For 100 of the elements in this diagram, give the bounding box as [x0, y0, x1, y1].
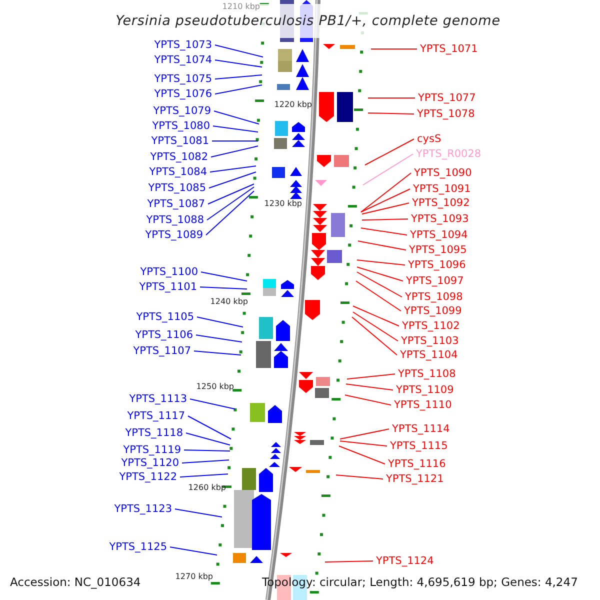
leader-line	[362, 154, 414, 186]
gene-label: YPTS_1093	[411, 212, 469, 226]
leader-line	[206, 190, 254, 236]
gene-label: YPTS_1075	[154, 72, 212, 86]
leader-line	[188, 416, 232, 440]
gene-label: YPTS_1076	[154, 87, 212, 101]
gene-label: YPTS_1094	[410, 228, 468, 242]
leader-line	[356, 272, 402, 298]
gene-label: YPTS_1091	[413, 182, 471, 196]
gene-label: YPTS_1121	[386, 472, 444, 486]
footer-text: Topology: circular; Length: 4,695,619 bp; Genes: 4,247	[262, 575, 578, 590]
gene-label: YPTS_1107	[133, 344, 191, 358]
leader-line	[208, 172, 256, 188]
leader-line	[370, 48, 418, 50]
leader-line	[362, 218, 408, 220]
gene-label: YPTS_1087	[147, 197, 205, 211]
leader-line	[368, 112, 414, 114]
leader-line	[338, 446, 386, 464]
leader-line	[190, 398, 236, 410]
scale-label: 1260 kbp	[188, 483, 226, 493]
leader-line	[352, 306, 400, 326]
leader-line	[180, 474, 228, 478]
footer-text: Accession: NC_010634	[10, 575, 141, 590]
leader-line	[214, 60, 262, 68]
leader-line	[196, 334, 242, 342]
gene-label: YPTS_1073	[154, 38, 212, 52]
gene-label: YPTS_1080	[152, 119, 210, 133]
leader-line	[356, 260, 406, 266]
leader-line	[352, 316, 398, 356]
gene-label: YPTS_1118	[125, 426, 183, 440]
leader-line	[344, 394, 392, 406]
gene-label: YPTS_1106	[135, 328, 193, 342]
gene-label: YPTS_1074	[154, 53, 212, 67]
scale-label: 1210 kbp	[222, 2, 260, 12]
gene-label: YPTS_1095	[409, 243, 467, 257]
gene-label: YPTS_1122	[119, 470, 177, 484]
gene-label: YPTS_1104	[400, 348, 458, 362]
leader-line	[170, 546, 218, 556]
gene-label: YPTS_1097	[406, 274, 464, 288]
leader-line	[194, 350, 242, 356]
leader-line	[360, 188, 410, 212]
leader-line	[210, 146, 258, 158]
gene-label: YPTS_1110	[394, 398, 452, 412]
scale-label: 1220 kbp	[274, 100, 312, 110]
scale-label: 1270 kbp	[175, 572, 213, 582]
scale-label: 1230 kbp	[264, 199, 302, 209]
gene-label: YPTS_1081	[151, 134, 209, 148]
leader-line	[212, 126, 258, 132]
leader-line	[206, 186, 254, 220]
leader-line	[360, 172, 412, 212]
scale-label: 1250 kbp	[196, 382, 234, 392]
scale-label: 1240 kbp	[210, 297, 248, 307]
leader-line	[346, 374, 396, 380]
gene-label: YPTS_1102	[402, 319, 460, 333]
leader-line	[200, 286, 248, 290]
leader-line	[346, 384, 394, 390]
title: Yersinia pseudotuberculosis PB1/+, complete genome	[116, 13, 500, 29]
leader-line	[356, 266, 404, 282]
gene-label: YPTS_1089	[145, 228, 203, 242]
gene-label: YPTS_1123	[114, 502, 172, 516]
leader-line	[214, 110, 260, 124]
leader-line	[340, 428, 390, 440]
gene-label: YPTS_1096	[408, 258, 466, 272]
gene-label: YPTS_1079	[153, 104, 211, 118]
gene-label: YPTS_1101	[139, 280, 197, 294]
leader-line	[200, 272, 248, 282]
gene-label: YPTS_1085	[148, 181, 206, 195]
leader-line	[360, 228, 408, 236]
leader-line	[352, 312, 398, 342]
gene-label: YPTS_1119	[123, 443, 181, 457]
gene-label: YPTS_1077	[418, 91, 476, 105]
leader-line	[336, 474, 384, 480]
leader-line	[340, 440, 388, 446]
gene-label: YPTS_1105	[136, 310, 194, 324]
gene-label: YPTS_1116	[388, 457, 446, 471]
leader-line	[358, 240, 406, 250]
gene-label: YPTS_1082	[150, 150, 208, 164]
leader-line	[174, 508, 222, 518]
gene-label: YPTS_1114	[392, 422, 450, 436]
gene-label: cysS	[417, 132, 442, 146]
leader-line	[186, 432, 230, 446]
leader-line	[214, 84, 262, 94]
leader-line	[362, 202, 410, 214]
gene-label: YPTS_1092	[412, 196, 470, 210]
gene-label: YPTS_1084	[149, 165, 207, 179]
gene-label: YPTS_1078	[417, 107, 475, 121]
gene-label: YPTS_1108	[398, 367, 456, 381]
gene-label: YPTS_R0028	[416, 147, 482, 161]
gene-label: YPTS_1099	[404, 304, 462, 318]
leader-line	[214, 74, 262, 80]
gene-label: YPTS_1098	[405, 290, 463, 304]
gene-label: YPTS_1113	[129, 392, 187, 406]
leader-line	[196, 316, 244, 328]
gene-label: YPTS_1117	[127, 409, 185, 423]
gene-label: YPTS_1100	[140, 265, 198, 279]
leader-line	[324, 560, 374, 562]
gene-label: YPTS_1103	[401, 334, 459, 348]
leader-line	[364, 138, 414, 166]
gene-label: YPTS_1120	[121, 456, 179, 470]
gene-label: YPTS_1125	[109, 540, 167, 554]
